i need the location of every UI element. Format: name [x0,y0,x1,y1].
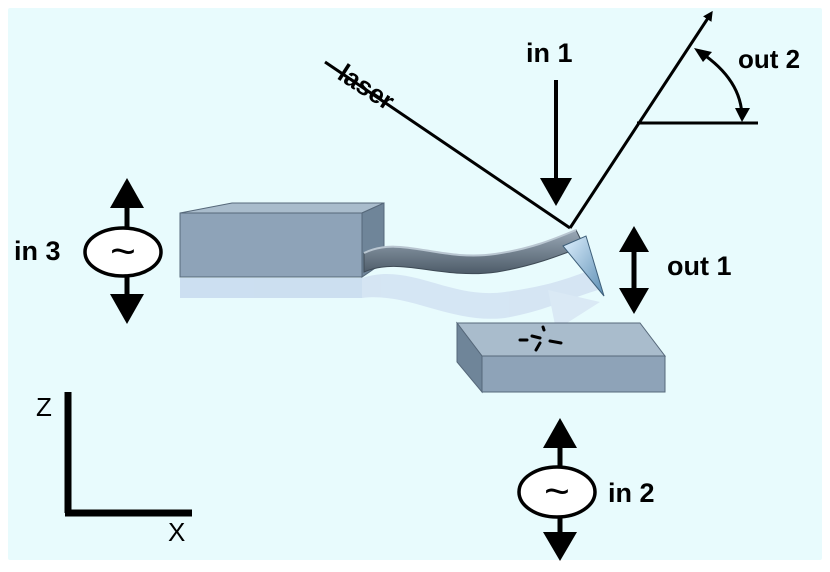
sample-front-face [481,355,666,393]
tip-shadow [548,290,600,330]
in3-arrow-head-up [110,178,144,208]
laser-beam [324,60,571,230]
out2-angle-indicator: out 2 [637,44,800,125]
sample-interaction-mark [518,325,563,352]
base-shadow [180,278,362,298]
cantilever-chip [179,202,385,278]
in3-label: in 3 [14,236,61,266]
out1-arrow-head-up [619,226,649,252]
in3-oscillator-circle [83,226,163,278]
out1-indicator: out 1 [619,226,732,314]
cantilever-top-edge [363,229,577,257]
afm-tip [562,235,605,297]
cantilever-shadow-beam [362,270,598,319]
out1-label: out 1 [667,251,732,281]
coordinate-axes: Z X [36,392,192,547]
sample-top-face [455,322,667,357]
in3-arrow-head-down [110,294,144,324]
cantilever [363,229,605,297]
in2-oscillator-circle [517,465,597,519]
in1-arrow-head [540,178,572,206]
x-axis-label: X [168,517,185,547]
in3-oscillator-symbol: ~ [110,227,136,276]
out2-label: out 2 [738,44,800,74]
cantilever-shadow [180,270,600,330]
out2-arc-arrowhead-top [694,48,712,62]
in2-oscillator-symbol: ~ [544,467,570,516]
out2-arc-arrowhead-bottom [735,108,750,122]
in1-label: in 1 [526,38,573,68]
in2-oscillator: ~ in 2 [517,418,655,561]
z-axis-label: Z [36,392,52,422]
in2-arrow-head-up [543,418,577,448]
in2-label: in 2 [608,478,655,508]
sample-stage [455,321,667,394]
chip-front-face [179,212,363,278]
in2-arrow-head-down [543,532,577,561]
in1-indicator: in 1 [526,38,573,206]
in3-oscillator: ~ in 3 [14,178,163,324]
out1-arrow-head-down [619,288,649,314]
